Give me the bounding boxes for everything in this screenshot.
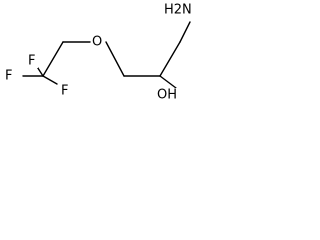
- fluorine-atom-bottom: F: [61, 84, 68, 99]
- label-mask: [156, 88, 180, 102]
- bond-group: [22, 21, 191, 89]
- label-mask: [91, 35, 105, 49]
- fluorine-atom-left: F: [5, 69, 12, 84]
- bond-ch-oh: [159, 75, 177, 89]
- amine-group: H2N: [164, 3, 192, 18]
- bond-o-ch2: [105, 41, 125, 77]
- bond-cf3-f-bottom: [42, 75, 58, 85]
- hydroxyl-group: OH: [157, 88, 177, 103]
- bond-cf3-ch2: [42, 41, 64, 77]
- molecule-structure: F F F O OH H2N: [4, 2, 195, 103]
- bond-ch-ch2: [159, 41, 181, 77]
- label-mask: [60, 84, 71, 98]
- label-mask: [163, 2, 195, 18]
- atom-labels: F F F O OH H2N: [4, 2, 195, 103]
- fluorine-atom-top: F: [28, 54, 35, 69]
- label-mask: [4, 69, 15, 83]
- oxygen-atom-ether: O: [92, 35, 102, 50]
- bond-ch2-nh2: [179, 21, 191, 43]
- label-mask: [27, 54, 38, 68]
